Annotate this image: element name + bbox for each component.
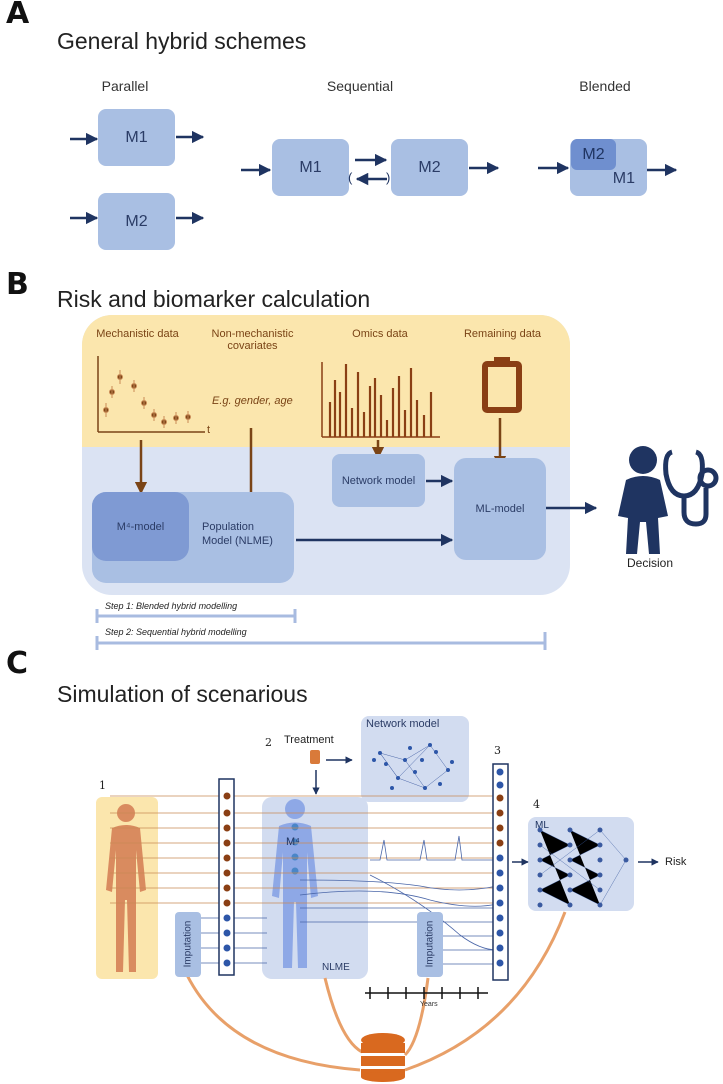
paren-close: ) bbox=[386, 170, 391, 185]
section-c-graphics bbox=[106, 743, 659, 1082]
blended-m2-box: M2 bbox=[571, 139, 616, 170]
imputation-box-left: Imputation bbox=[175, 912, 201, 977]
ml-model-box: ML-model bbox=[454, 458, 546, 560]
omics-label: Omics data bbox=[352, 328, 408, 340]
step-number-1: 1 bbox=[99, 779, 106, 792]
blended-label: Blended bbox=[579, 78, 631, 94]
remaining-data-label: Remaining data bbox=[463, 328, 542, 340]
parallel-label: Parallel bbox=[101, 78, 149, 94]
network-model-label: Network model bbox=[341, 474, 416, 487]
imputation-box-right: Imputation bbox=[417, 912, 443, 977]
mechanistic-scatter-plot bbox=[97, 356, 205, 433]
step1-label: Step 1: Blended hybrid modelling bbox=[105, 601, 238, 611]
risk-label: Risk bbox=[665, 856, 687, 868]
m2-label: M2 bbox=[125, 212, 148, 230]
nlme-figure bbox=[272, 799, 318, 968]
imputation-label: Imputation bbox=[182, 920, 194, 968]
imputation-label: Imputation bbox=[424, 920, 436, 968]
non-mechanistic-label: Non-mechanistic covariates bbox=[211, 328, 294, 352]
m4-model-label: M⁴-model bbox=[116, 520, 165, 533]
network-model-c-label: Network model bbox=[366, 718, 440, 730]
parallel-m1-box: M1 bbox=[98, 109, 175, 166]
sequential-m1-box: M1 bbox=[272, 139, 349, 196]
ml-label: ML bbox=[535, 820, 549, 831]
step-number-2: 2 bbox=[265, 736, 272, 749]
section-a-title: General hybrid schemes bbox=[57, 28, 307, 54]
sequential-label: Sequential bbox=[326, 78, 394, 94]
omics-bar-chart bbox=[321, 362, 440, 438]
mechanistic-data-label: Mechanistic data bbox=[96, 328, 179, 340]
data-background bbox=[82, 315, 570, 447]
treatment-pill-icon bbox=[310, 750, 320, 764]
panel-letter-b: B bbox=[6, 267, 29, 302]
decision-label: Decision bbox=[627, 556, 674, 570]
panel-letter-a: A bbox=[6, 0, 30, 31]
clipboard-icon bbox=[482, 357, 522, 413]
panel-letter-c: C bbox=[6, 646, 29, 681]
m2-label: M2 bbox=[582, 145, 605, 163]
section-b-title: Risk and biomarker calculation bbox=[57, 286, 371, 312]
m4-model-box: M⁴-model bbox=[92, 492, 189, 561]
step-number-4: 4 bbox=[533, 798, 540, 811]
section-a-arrows bbox=[70, 130, 678, 225]
network-model-box: Network model bbox=[332, 454, 425, 507]
treatment-label: Treatment bbox=[284, 734, 334, 746]
m1-label: M1 bbox=[299, 158, 322, 176]
ml-model-label: ML-model bbox=[475, 503, 525, 515]
parallel-m2-box: M2 bbox=[98, 193, 175, 250]
m4-label: M⁴ bbox=[286, 836, 300, 848]
m1-label: M1 bbox=[125, 128, 148, 146]
t-axis-label: t bbox=[207, 424, 211, 436]
population-model-label: Population Model (NLME) bbox=[202, 521, 273, 547]
step-number-3: 3 bbox=[494, 744, 501, 757]
m1-label: M1 bbox=[612, 170, 635, 187]
eg-label: E.g. gender, age bbox=[212, 395, 293, 407]
section-c-title: Simulation of scenarious bbox=[57, 681, 308, 707]
years-label: Years bbox=[420, 1001, 438, 1008]
step2-label: Step 2: Sequential hybrid modelling bbox=[105, 627, 247, 637]
network-model-c-box bbox=[361, 716, 469, 802]
doctor-icon bbox=[618, 446, 719, 554]
sequential-m2-box: M2 bbox=[391, 139, 468, 196]
nlme-label: NLME bbox=[322, 962, 350, 973]
database-icon bbox=[361, 1033, 405, 1082]
m2-label: M2 bbox=[418, 158, 441, 176]
paren-open: ( bbox=[348, 170, 353, 185]
